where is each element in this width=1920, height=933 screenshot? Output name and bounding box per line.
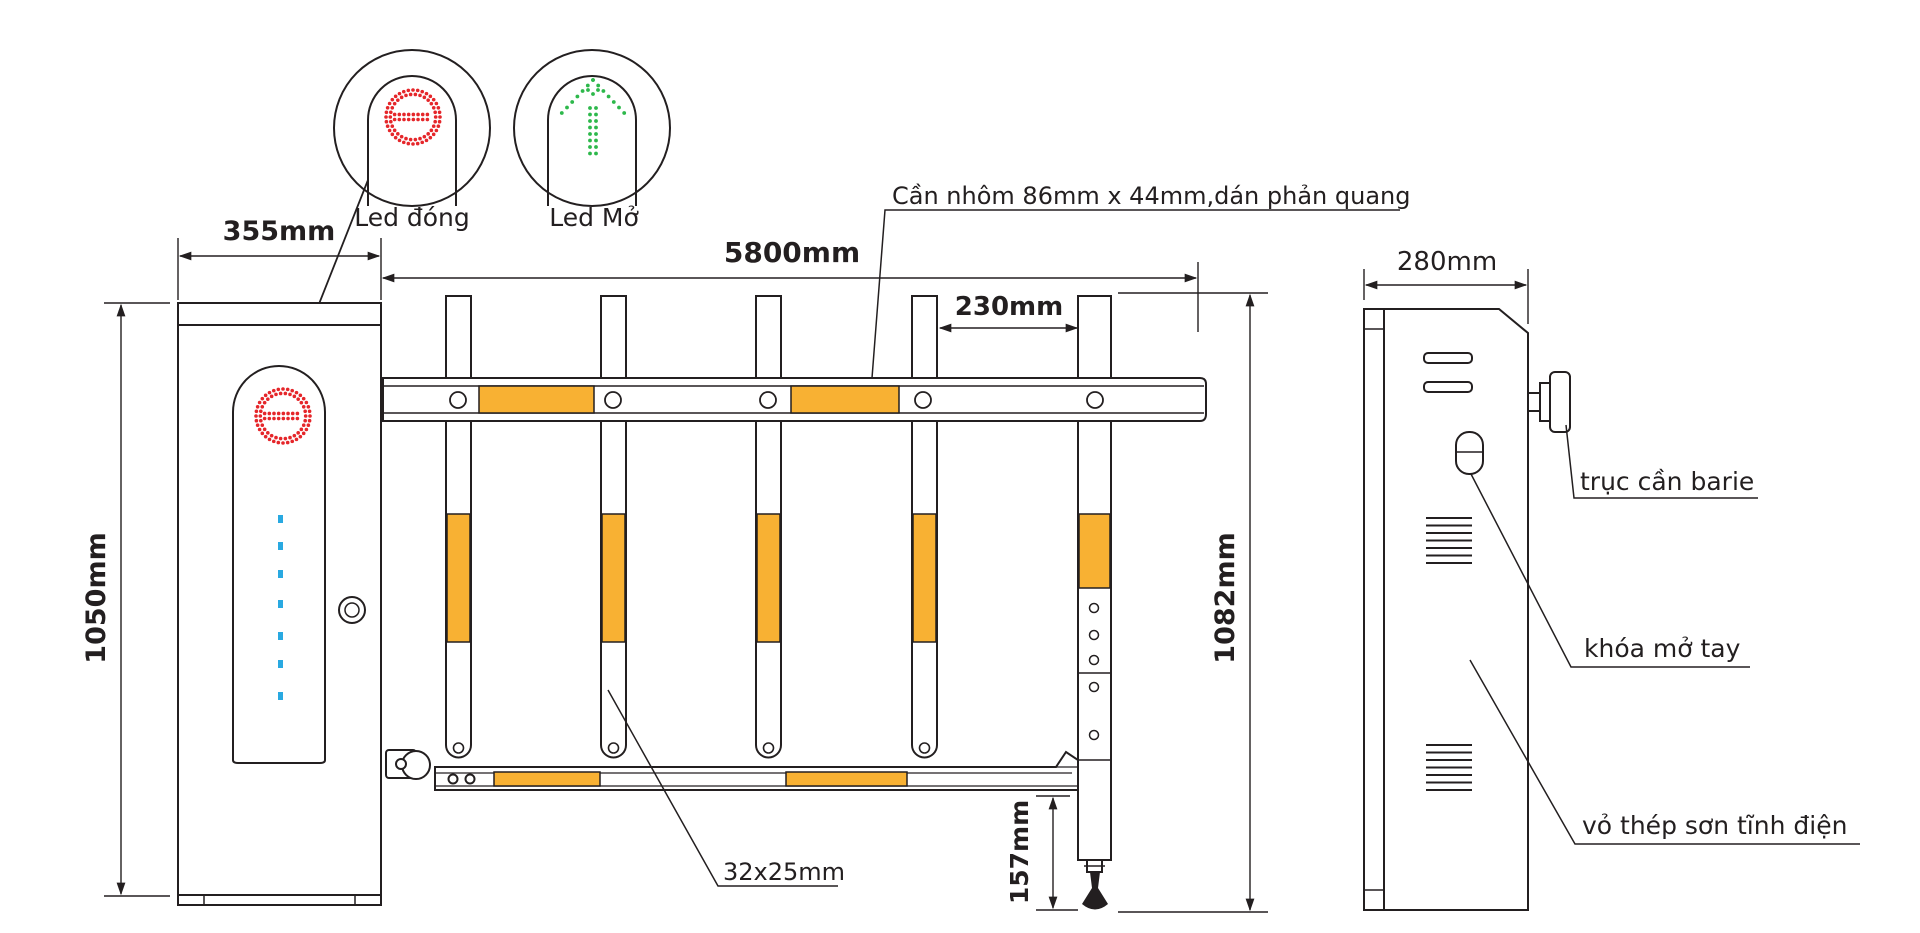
support-leg bbox=[1077, 420, 1112, 910]
dim-cabinet-width: 355mm bbox=[177, 216, 382, 300]
manual-lock-note: khóa mở tay bbox=[1470, 473, 1750, 668]
dim-gate-height-label: 1082mm bbox=[1210, 532, 1241, 663]
boom-shaft-icon bbox=[1527, 392, 1541, 412]
vent-grille bbox=[1426, 744, 1472, 791]
picket-group bbox=[445, 295, 1112, 759]
dim-bottom-clearance-label: 157mm bbox=[1005, 800, 1034, 904]
dim-boom-length: 5800mm bbox=[381, 236, 1199, 332]
side-vent-slot bbox=[1423, 352, 1473, 364]
boom-note-label: Cần nhôm 86mm x 44mm,dán phản quang bbox=[892, 182, 1410, 210]
main-boom bbox=[382, 377, 1207, 422]
steel-housing-note: vỏ thép sơn tĩnh điện bbox=[1469, 659, 1860, 845]
boom-shaft-note: trục cần barie bbox=[1565, 424, 1758, 499]
no-entry-icon bbox=[384, 88, 442, 146]
dim-gate-height: 1082mm bbox=[1118, 292, 1268, 913]
dim-picket-spacing-label: 230mm bbox=[955, 292, 1063, 322]
lower-boom bbox=[385, 749, 1079, 791]
boom-note: Cần nhôm 86mm x 44mm,dán phản quang bbox=[871, 182, 1410, 379]
led-closed-callout: Led đóng bbox=[333, 49, 491, 232]
foot-support-icon bbox=[1082, 872, 1108, 910]
picket-size-label: 32x25mm bbox=[723, 858, 845, 886]
cabinet-front bbox=[177, 302, 382, 906]
manual-lock-label: khóa mở tay bbox=[1584, 634, 1741, 663]
boom-shaft-label: trục cần barie bbox=[1580, 467, 1754, 496]
led-open-label: Led Mở bbox=[549, 203, 639, 232]
dim-side-width: 280mm bbox=[1363, 247, 1529, 324]
led-closed-label: Led đóng bbox=[354, 203, 470, 232]
status-led-strip bbox=[278, 515, 283, 700]
steel-housing-label: vỏ thép sơn tĩnh điện bbox=[1582, 811, 1847, 840]
boom-reflector bbox=[790, 385, 900, 414]
arrow-up-icon bbox=[559, 78, 627, 156]
cabinet-side bbox=[1363, 308, 1571, 911]
picket-size-note: 32x25mm bbox=[607, 689, 845, 887]
dim-cabinet-width-label: 355mm bbox=[223, 216, 336, 247]
side-vent-slot bbox=[1423, 381, 1473, 393]
dim-boom-length-label: 5800mm bbox=[724, 236, 860, 269]
led-open-callout: Led Mở bbox=[513, 49, 671, 232]
lower-boom-reflector bbox=[493, 771, 601, 787]
dim-cabinet-height-label: 1050mm bbox=[81, 532, 112, 663]
vent-grille bbox=[1426, 517, 1472, 564]
manual-lock-icon bbox=[1455, 431, 1484, 475]
cabinet-no-entry-icon bbox=[254, 387, 312, 445]
dim-cabinet-height: 1050mm bbox=[81, 302, 170, 897]
dim-side-width-label: 280mm bbox=[1397, 247, 1497, 277]
boom-reflector bbox=[478, 385, 595, 414]
dim-picket-spacing: 230mm bbox=[938, 292, 1079, 333]
dim-bottom-clearance: 157mm bbox=[1005, 795, 1078, 911]
lower-boom-reflector bbox=[785, 771, 908, 787]
cabinet-lock-icon bbox=[338, 596, 366, 624]
